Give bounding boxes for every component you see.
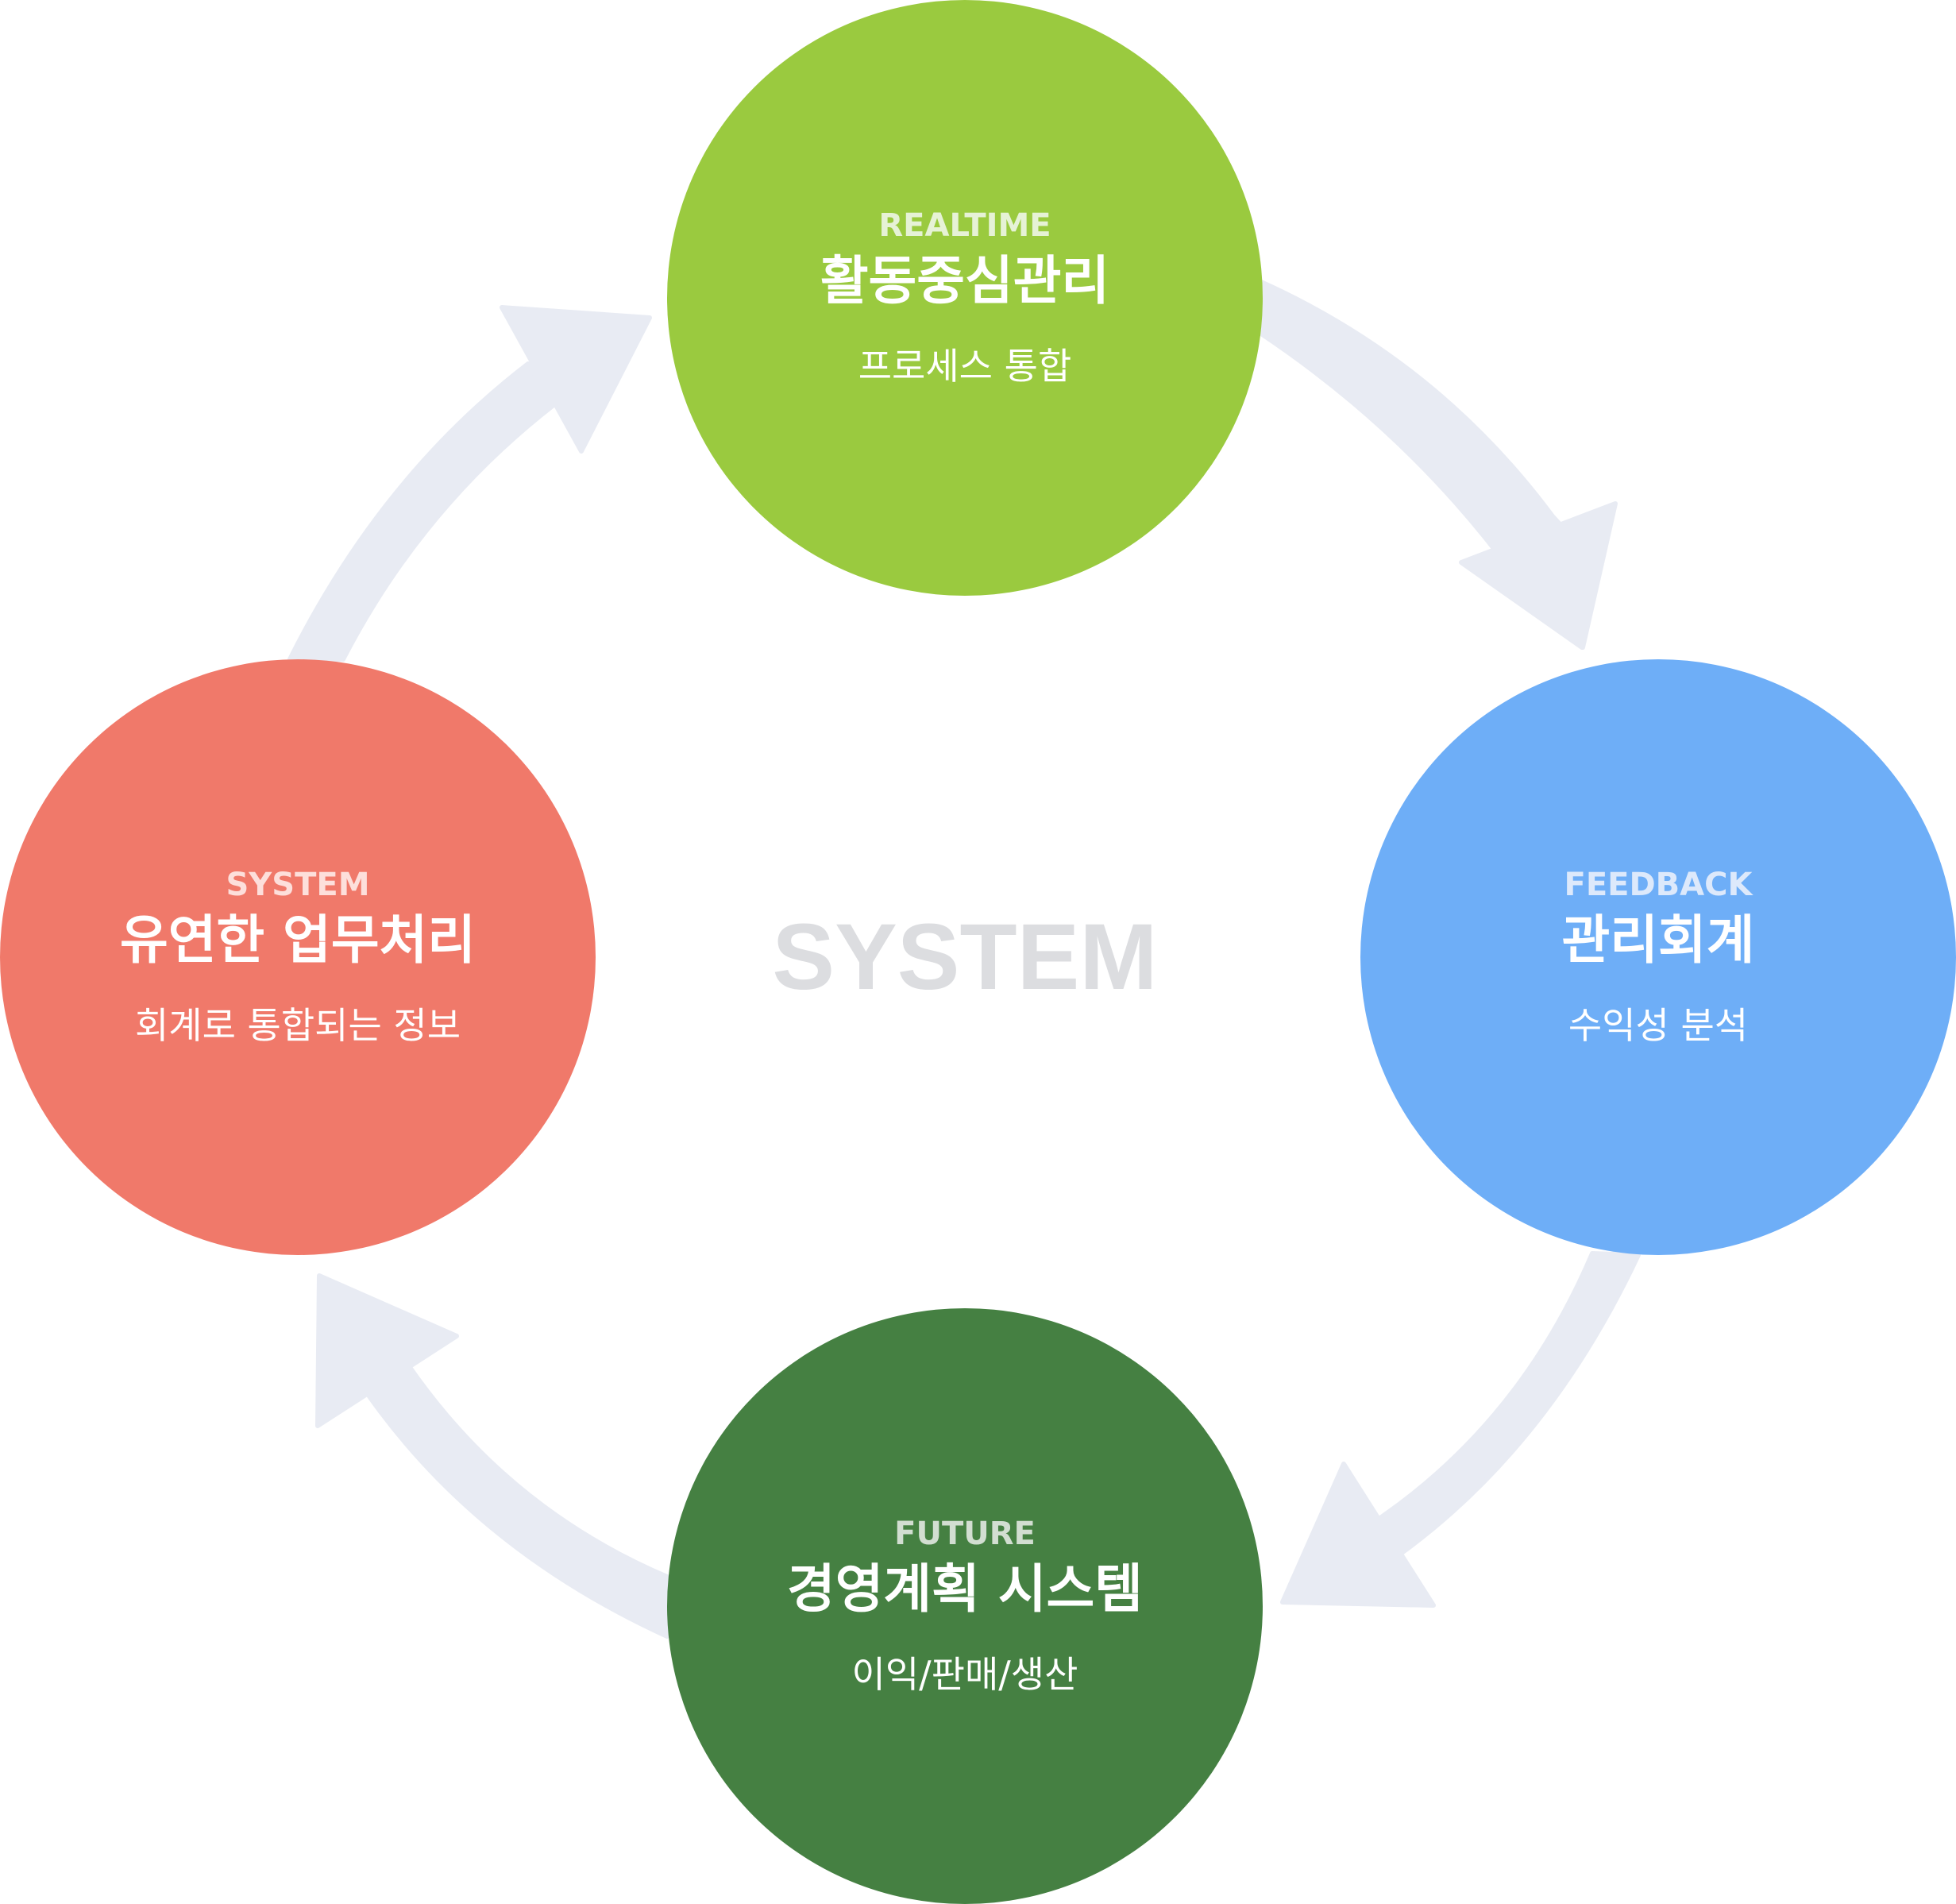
node-eyebrow: REALTIME	[878, 207, 1051, 244]
node-eyebrow: SYSTEM	[226, 867, 370, 903]
arrow-top-to-right	[1259, 280, 1618, 650]
arrow-head	[315, 1273, 459, 1428]
node-title: 경영계획 시스템	[786, 1558, 1144, 1620]
node-future[interactable]: FUTURE 경영계획 시스템 이익/판매/생산	[667, 1308, 1263, 1904]
arrow-shaft	[1375, 1251, 1641, 1555]
node-subtitle: 회계로 통합되는 정보	[134, 1004, 461, 1047]
arrow-shaft	[1259, 280, 1584, 576]
arrow-head	[1280, 1462, 1436, 1608]
node-subtitle: 이익/판매/생산	[851, 1653, 1078, 1696]
node-subtitle: 수익성 분석	[1568, 1004, 1749, 1047]
arrow-shaft	[287, 361, 556, 662]
arrow-bottom-to-left	[315, 1273, 669, 1639]
arrow-head	[1459, 501, 1618, 650]
node-title: 관리회계	[1561, 910, 1755, 971]
arrow-head	[500, 305, 652, 454]
arrow-right-to-bottom	[1280, 1251, 1641, 1608]
arrow-shaft	[365, 1364, 669, 1639]
node-realtime[interactable]: REALTIME 활동중심관리 프로세스 통합	[667, 0, 1263, 596]
node-feedback[interactable]: FEEDBACK 관리회계 수익성 분석	[1360, 659, 1956, 1255]
node-system[interactable]: SYSTEM 유연한 업무처리 회계로 통합되는 정보	[0, 659, 596, 1255]
node-eyebrow: FEEDBACK	[1564, 867, 1753, 903]
node-subtitle: 프로세스 통합	[858, 345, 1072, 388]
node-title: 유연한 업무처리	[119, 910, 476, 971]
center-system-label: SYSTEM	[772, 905, 1158, 1010]
node-title: 활동중심관리	[820, 250, 1110, 311]
node-eyebrow: FUTURE	[894, 1516, 1036, 1552]
arrow-left-to-top	[287, 305, 652, 662]
